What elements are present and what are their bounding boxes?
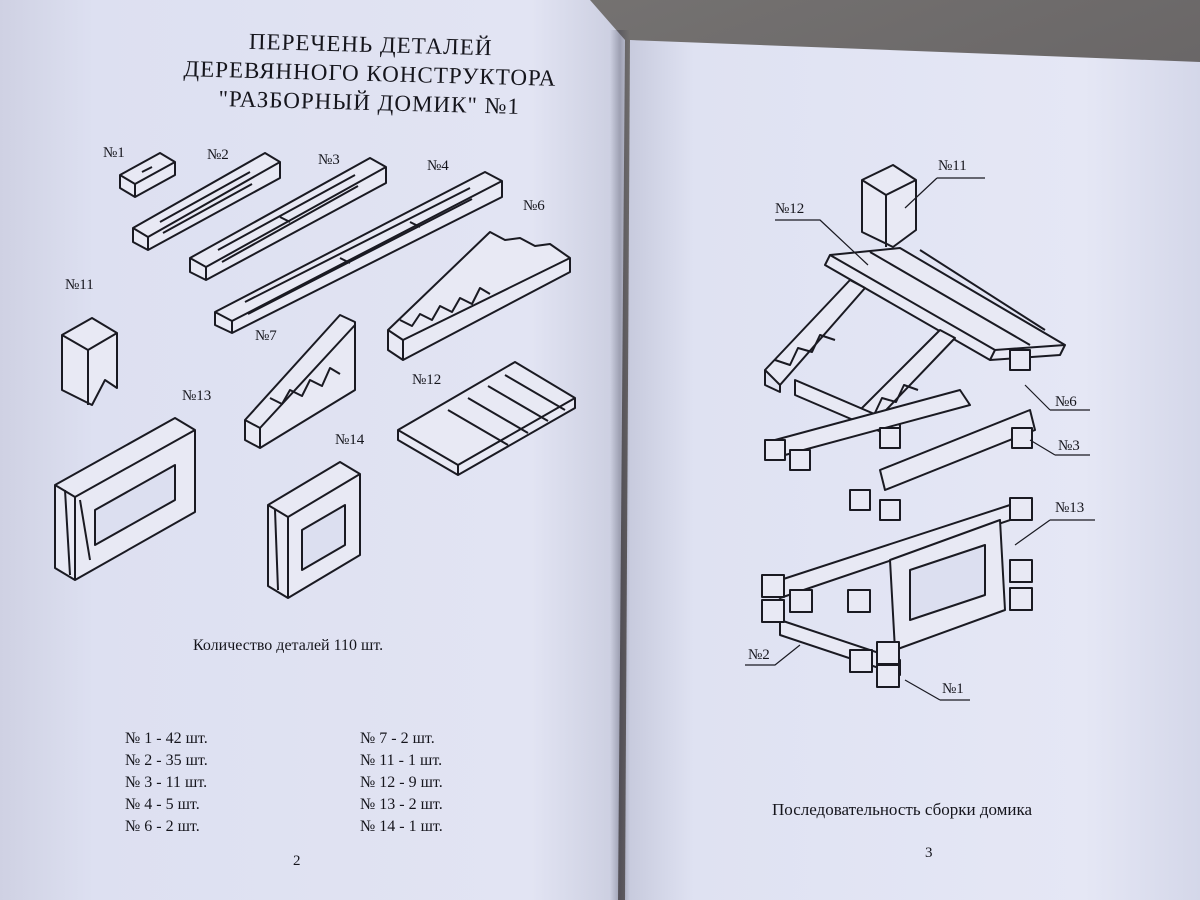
part-4-drawing — [214, 171, 503, 334]
quantity-item: № 14 - 1 шт. — [360, 818, 443, 835]
quantity-item: № 3 - 11 шт. — [125, 774, 208, 791]
assembly-caption: Последовательность сборки домика — [772, 800, 1033, 819]
assembly-roof-block-11 — [861, 164, 917, 248]
quantity-list-right: № 7 - 2 шт. № 11 - 1 шт. № 12 - 9 шт. № … — [360, 728, 443, 838]
part-7-drawing — [244, 314, 356, 449]
part-1-drawing — [119, 152, 176, 198]
quantity-list-left: № 1 - 42 шт. № 2 - 35 шт. № 3 - 11 шт. №… — [125, 728, 208, 838]
label-part-11: №11 — [65, 277, 94, 293]
quantity-item: № 12 - 9 шт. — [360, 774, 443, 791]
label-part-2: №2 — [207, 147, 229, 163]
label-part-13: №13 — [182, 388, 212, 404]
callout-part-6: №6 — [1055, 394, 1077, 410]
callout-part-13: №13 — [1055, 500, 1085, 516]
page-number-right: 3 — [925, 845, 933, 861]
part-13-drawing — [54, 417, 196, 581]
quantity-item: № 4 - 5 шт. — [125, 796, 200, 813]
label-part-3: №3 — [318, 152, 340, 168]
assembly-cubes-top — [764, 349, 1033, 521]
label-part-4: №4 — [427, 158, 449, 174]
quantity-item: № 6 - 2 шт. — [125, 818, 200, 835]
part-11-drawing — [61, 317, 118, 406]
label-part-6: №6 — [523, 198, 545, 214]
assembly-base-frame — [761, 497, 1033, 688]
quantity-item: № 7 - 2 шт. — [360, 730, 435, 747]
book-gutter — [610, 30, 630, 900]
left-page — [0, 0, 625, 900]
label-part-1: №1 — [103, 145, 125, 161]
callout-part-12: №12 — [775, 201, 805, 217]
quantity-item: № 2 - 35 шт. — [125, 752, 208, 769]
callout-leaders — [745, 177, 1095, 701]
part-3-drawing — [189, 157, 387, 281]
quantity-item: № 11 - 1 шт. — [360, 752, 443, 769]
label-part-7: №7 — [255, 328, 277, 344]
part-14-drawing — [267, 461, 361, 599]
page-number-left: 2 — [293, 853, 301, 869]
total-parts-count: Количество деталей 110 шт. — [193, 637, 384, 654]
callout-part-3: №3 — [1058, 438, 1080, 454]
label-part-12: №12 — [412, 372, 442, 388]
part-12-drawing — [397, 361, 576, 476]
part-6-drawing — [387, 231, 571, 361]
assembly-roof-board-12 — [824, 247, 1066, 361]
callout-part-2: №2 — [748, 647, 770, 663]
part-2-drawing — [132, 152, 281, 251]
quantity-item: № 13 - 2 шт. — [360, 796, 443, 813]
assembly-beams-3 — [774, 379, 1036, 491]
callout-part-11: №11 — [938, 158, 967, 174]
callout-part-1: №1 — [942, 681, 964, 697]
quantity-item: № 1 - 42 шт. — [125, 730, 208, 747]
label-part-14: №14 — [335, 432, 365, 448]
